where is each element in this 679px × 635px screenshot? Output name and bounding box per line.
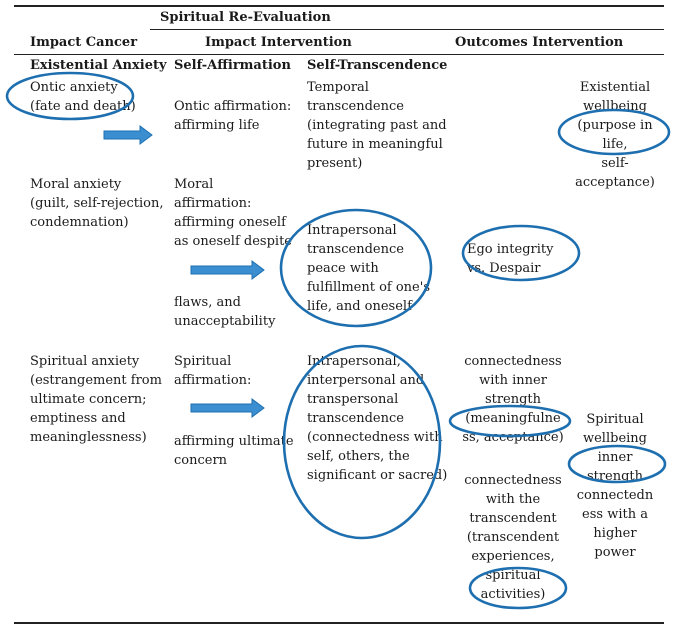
spiritual-affirmation-cont-cell: affirming ultimate concern [174, 434, 294, 468]
subheader-existential-anxiety: Existential Anxiety [30, 58, 167, 73]
highlight-purpose-in-life [557, 108, 671, 156]
header-impact-intervention: Impact Intervention [205, 35, 352, 50]
highlight-intrapersonal-transcendence [279, 208, 433, 328]
multi-transcendence-cell: Intrapersonal, interpersonal and transpe… [307, 354, 448, 483]
table-title: Spiritual Re-Evaluation [160, 10, 331, 25]
moral-affirmation-cell: Moral affirmation: affirming oneself as … [174, 177, 292, 249]
moral-anxiety-cell: Moral anxiety (guilt, self-rejection, co… [30, 177, 164, 230]
header-outcomes-intervention: Outcomes Intervention [455, 35, 624, 50]
existential-wellbeing-cell: Existential wellbeing (purpose in life, … [575, 80, 655, 190]
moral-affirmation-cont-cell: flaws, and unacceptability [174, 295, 276, 329]
transcendent-connection-cell: connectedness with the transcendent (tra… [464, 473, 562, 602]
spiritual-affirmation-cell: Spiritual affirmation: [174, 354, 252, 388]
temporal-transcendence-cell: Temporal transcendence (integrating past… [307, 80, 447, 171]
highlight-spiritual-activities [468, 566, 568, 610]
highlight-meaningfulness [448, 404, 572, 438]
highlight-inner-strength [567, 444, 667, 484]
ontic-anxiety-cell: Ontic anxiety (fate and death) [30, 80, 136, 114]
spiritual-anxiety-cell: Spiritual anxiety (estrangement from ult… [30, 354, 162, 445]
header-rule [14, 54, 664, 55]
ontic-affirmation-cell: Ontic affirmation: affirming life [174, 99, 292, 133]
title-underline [150, 29, 664, 30]
bottom-rule [14, 622, 664, 624]
arrow-right-icon [190, 260, 265, 280]
highlight-ego-integrity [461, 224, 581, 282]
arrow-right-icon [103, 125, 153, 145]
top-rule [14, 5, 664, 7]
arrow-right-icon [190, 398, 265, 418]
header-impact-cancer: Impact Cancer [30, 35, 138, 50]
intrapersonal-transcendence-cell: Intrapersonal transcendence peace with f… [307, 223, 430, 314]
subheader-self-affirmation: Self-Affirmation [174, 58, 291, 73]
inner-strength-cell: connectedness with inner strength (meani… [462, 354, 564, 445]
highlight-ontic-anxiety [5, 71, 135, 121]
subheader-self-transcendence: Self-Transcendence [307, 58, 448, 73]
highlight-multi-transcendence [282, 344, 442, 540]
